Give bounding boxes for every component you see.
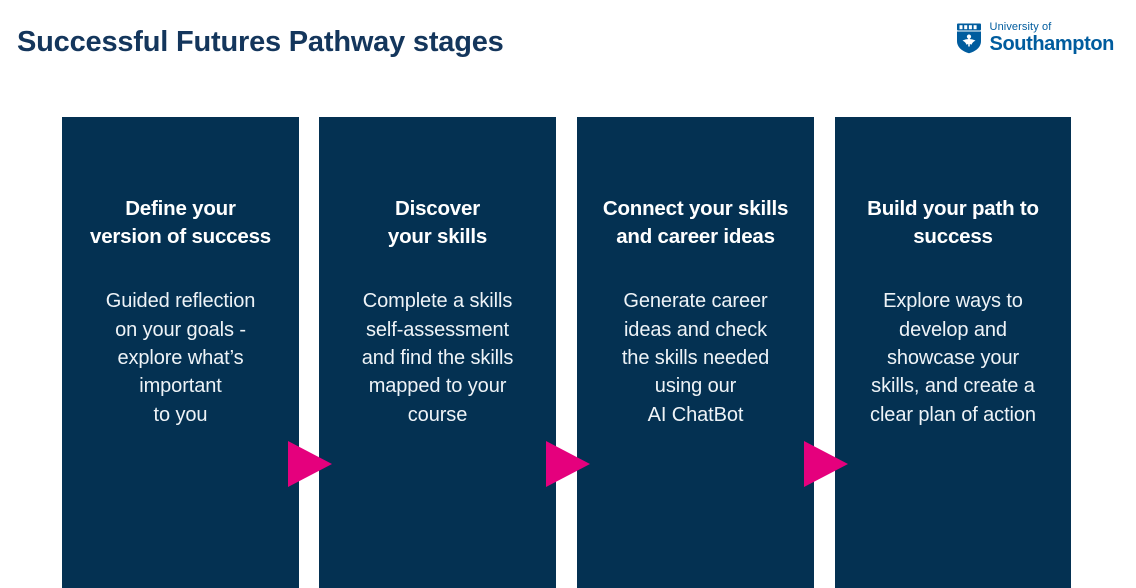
university-shield-crest-icon	[954, 22, 984, 54]
arrow-stage-1-to-2	[288, 439, 332, 489]
arrow-stage-3-to-4	[804, 439, 848, 489]
arrow-stage-2-to-3	[546, 439, 590, 489]
logo-line-southampton: Southampton	[989, 33, 1115, 55]
university-logo-wordmark: University of Southampton	[989, 21, 1115, 55]
logo-line-university-of: University of	[989, 21, 1052, 33]
page-header: Successful Futures Pathway stages Univer…	[0, 0, 1136, 96]
page-title: Successful Futures Pathway stages	[17, 26, 504, 58]
university-logo: University of Southampton	[954, 22, 1114, 54]
